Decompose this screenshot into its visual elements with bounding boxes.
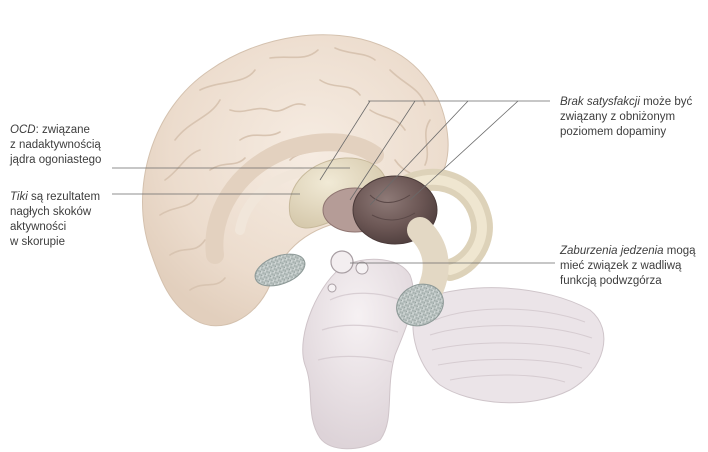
label-ocd-line2: z nadaktywnością: [10, 138, 101, 153]
label-tics-line3: aktywności: [10, 220, 100, 235]
label-ocd: OCD: związane z nadaktywnością jądra ogo…: [10, 123, 101, 168]
label-eating-line2: mieć związek z wadliwą: [560, 259, 696, 274]
brainstem: [303, 259, 414, 448]
label-satisfaction-term: Brak satysfakcji: [560, 96, 640, 108]
label-eating-line3: funkcją podwzgórza: [560, 274, 696, 289]
label-tics-line1: są rezultatem: [28, 191, 100, 203]
label-eating-term: Zaburzenia jedzenia: [560, 245, 664, 257]
label-tics-line4: w skorupie: [10, 235, 100, 250]
label-tics: Tiki są rezultatem nagłych skoków aktywn…: [10, 190, 100, 250]
label-ocd-line1: : związane: [36, 124, 90, 136]
label-satisfaction-line3: poziomem dopaminy: [560, 125, 692, 140]
label-satisfaction-line2: związany z obniżonym: [560, 110, 692, 125]
label-tics-line2: nagłych skoków: [10, 205, 100, 220]
label-ocd-term: OCD: [10, 124, 36, 136]
hypothalamus: [331, 251, 353, 273]
label-satisfaction: Brak satysfakcji może być związany z obn…: [560, 95, 692, 140]
label-tics-term: Tiki: [10, 191, 28, 203]
label-eating-line1: mogą: [664, 245, 696, 257]
label-ocd-line3: jądra ogoniastego: [10, 153, 101, 168]
label-eating: Zaburzenia jedzenia mogą mieć związek z …: [560, 244, 696, 289]
label-satisfaction-line1: może być: [640, 96, 692, 108]
